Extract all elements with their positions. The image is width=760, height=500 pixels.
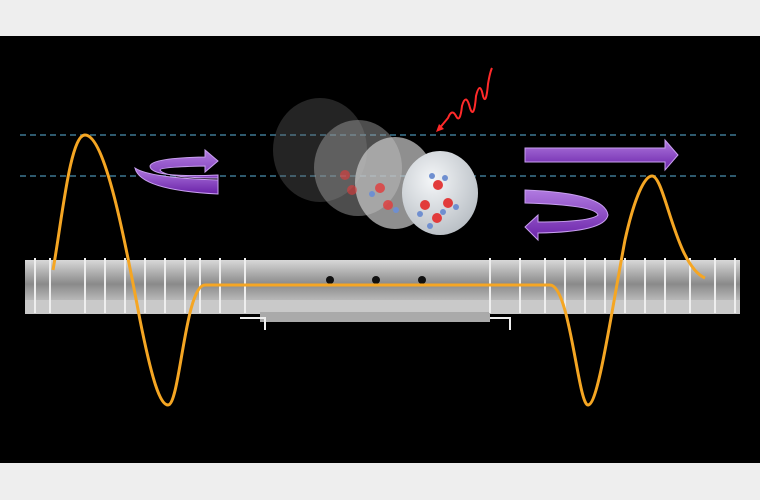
waveform xyxy=(51,133,706,407)
curved-rotation-arrow xyxy=(134,148,219,195)
molecule-disc xyxy=(402,151,478,235)
tube-port xyxy=(418,276,426,284)
reverse-rotation-arrow xyxy=(524,189,609,242)
laser-pulse xyxy=(437,67,493,131)
tube-port xyxy=(372,276,380,284)
straight-arrow xyxy=(524,138,679,172)
tube-port xyxy=(326,276,334,284)
laser-arrowhead xyxy=(436,124,444,132)
molecule-discs xyxy=(273,98,478,235)
black-background xyxy=(0,36,760,463)
